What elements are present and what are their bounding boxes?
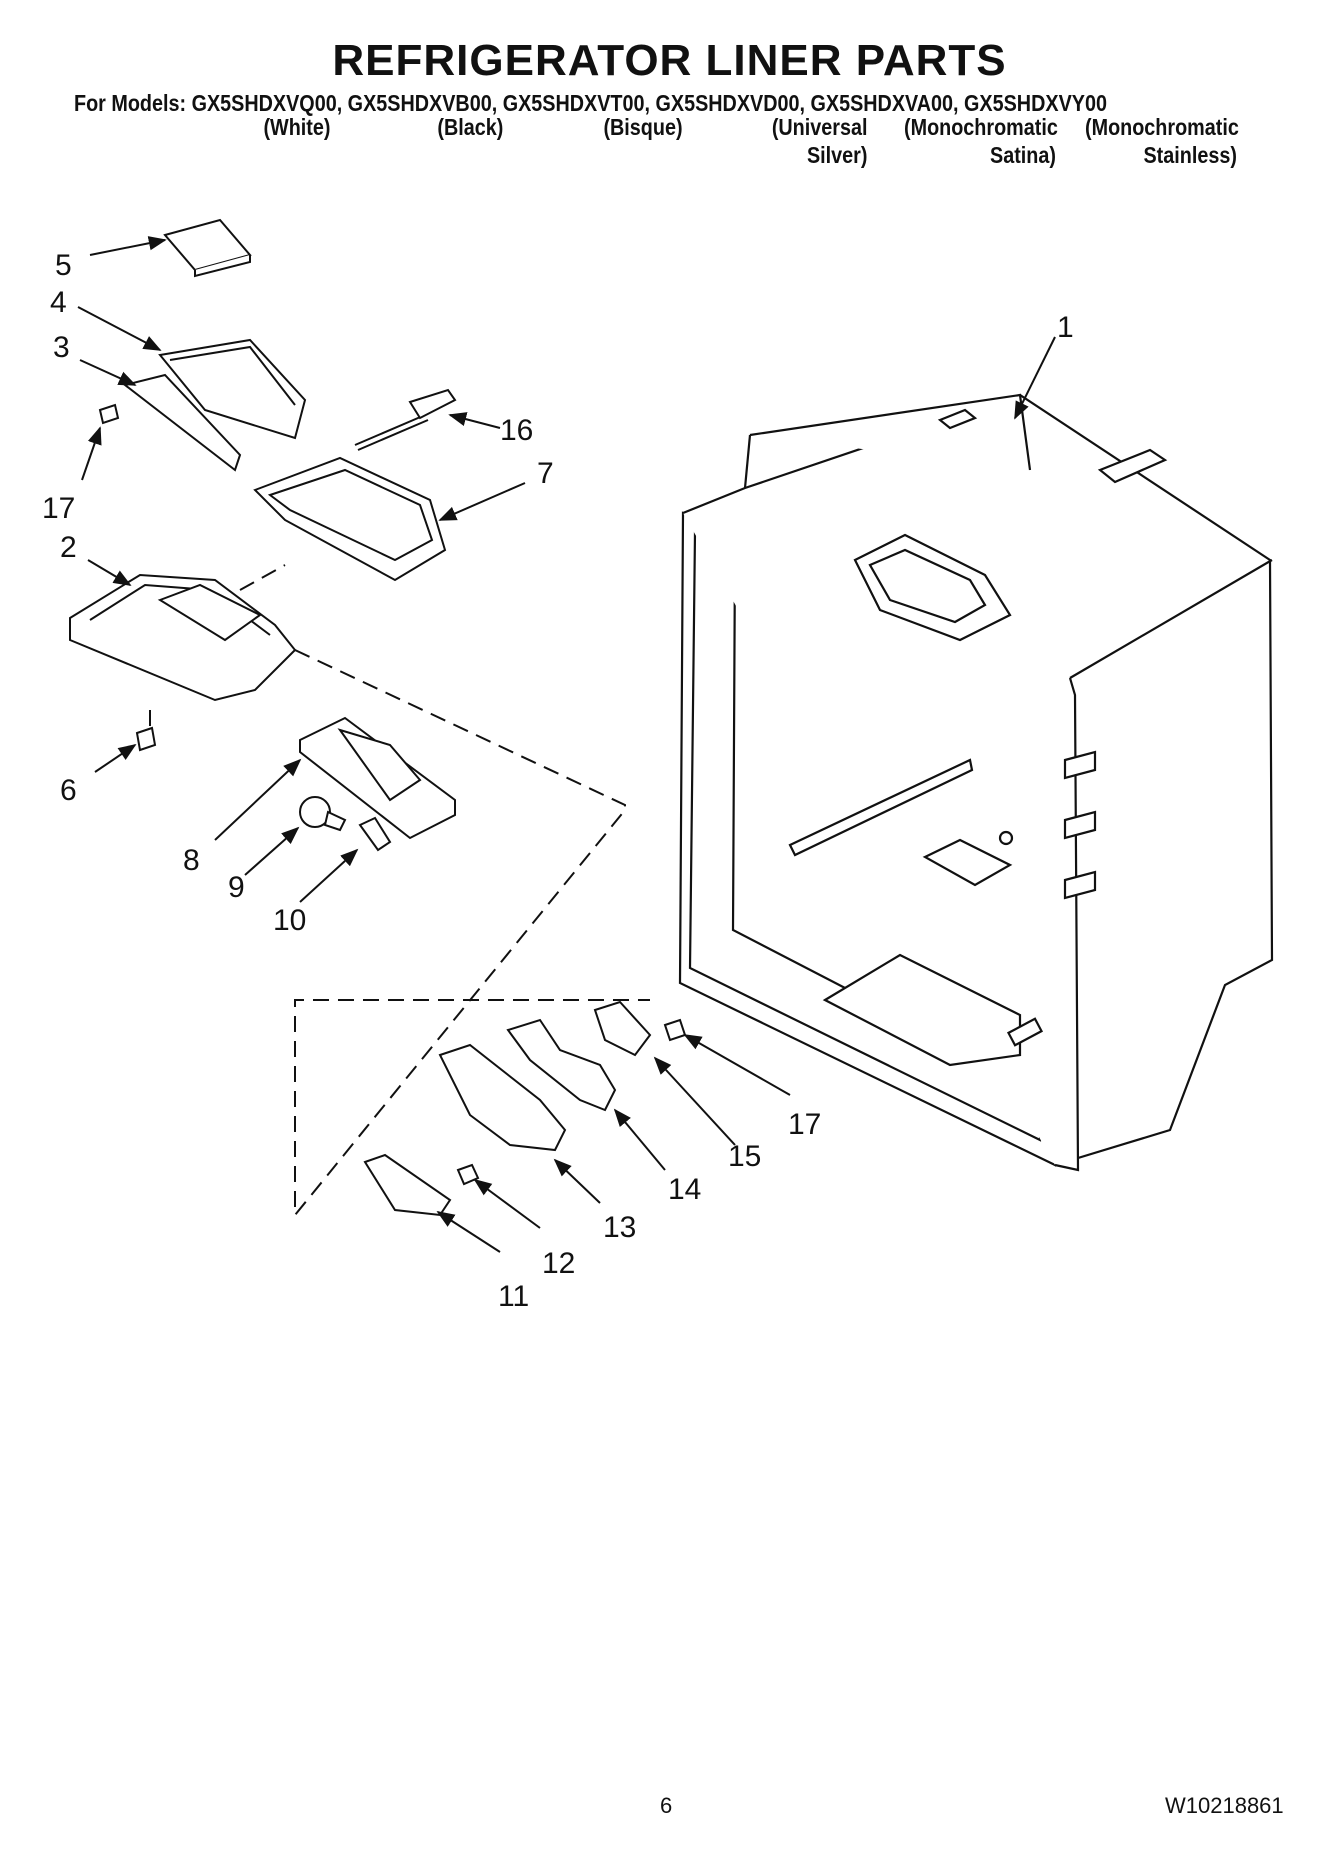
part-16-sensor — [354, 388, 457, 451]
page-number: 6 — [660, 1793, 673, 1818]
part-6-switch — [135, 726, 157, 752]
callout-16: 16 — [500, 414, 533, 447]
callout-11: 11 — [498, 1280, 529, 1313]
callout-1: 1 — [1057, 311, 1074, 344]
part-12-screw — [456, 1163, 480, 1186]
part-7-duct — [253, 456, 447, 582]
part-5-cover — [163, 218, 252, 278]
callout-9: 9 — [228, 871, 245, 904]
variant-monochromatic-satina: (Monochromatic Satina) — [904, 113, 1058, 169]
part-17-screw-bottom — [663, 1018, 687, 1042]
variant-white: (White) — [263, 113, 330, 141]
callout-12: 12 — [542, 1247, 575, 1280]
part-2-light-housing — [69, 573, 297, 702]
variant-monochromatic-stainless: (Monochromatic Stainless) — [1085, 113, 1239, 169]
callout-8: 8 — [183, 844, 200, 877]
callout-5: 5 — [55, 249, 72, 282]
variant-line2: Satina) — [990, 142, 1056, 168]
variant-line1: (Monochromatic — [1085, 114, 1239, 140]
liner-part — [678, 393, 1274, 1172]
part-4-housing — [158, 338, 307, 440]
variant-line1: (Monochromatic — [904, 114, 1058, 140]
models-line: For Models: GX5SHDXVQ00, GX5SHDXVB00, GX… — [74, 90, 1107, 116]
assembly-lines — [149, 564, 650, 1218]
variant-line1: (Universal — [771, 114, 868, 140]
part-8-lens — [299, 716, 456, 840]
variant-universal-silver: (Universal Silver) — [770, 113, 868, 169]
part-11-trim — [363, 1153, 452, 1217]
part-13-bracket — [438, 1043, 567, 1152]
part-14-bracket — [506, 1018, 617, 1112]
leader-arrows — [77, 236, 1056, 1253]
callout-10: 10 — [273, 904, 306, 937]
variant-black: (Black) — [437, 113, 503, 141]
callout-6: 6 — [60, 774, 77, 807]
callout-7: 7 — [537, 457, 554, 490]
variant-line2: Stainless) — [1143, 142, 1237, 168]
part-9-bulb — [299, 796, 347, 832]
callout-13: 13 — [603, 1211, 636, 1244]
part-17-screw-top — [98, 403, 120, 425]
callout-4: 4 — [50, 286, 67, 319]
callout-14: 14 — [668, 1173, 701, 1206]
callout-17-bottom: 17 — [788, 1108, 821, 1141]
part-3-board — [122, 373, 242, 472]
callout-15: 15 — [728, 1140, 761, 1173]
variant-line1: (Bisque) — [603, 114, 683, 140]
callout-2: 2 — [60, 531, 77, 564]
variant-line1: (Black) — [437, 114, 504, 140]
variant-line1: (White) — [263, 114, 331, 140]
variant-line2: Silver) — [806, 142, 868, 168]
variant-bisque: (Bisque) — [603, 113, 682, 141]
part-15-switch — [593, 1000, 652, 1057]
page-title: REFRIGERATOR LINER PARTS — [332, 36, 1007, 85]
part-10-socket — [358, 816, 392, 852]
callout-17-top: 17 — [42, 492, 75, 525]
callout-3: 3 — [53, 331, 70, 364]
document-number: W10218861 — [1165, 1793, 1284, 1818]
